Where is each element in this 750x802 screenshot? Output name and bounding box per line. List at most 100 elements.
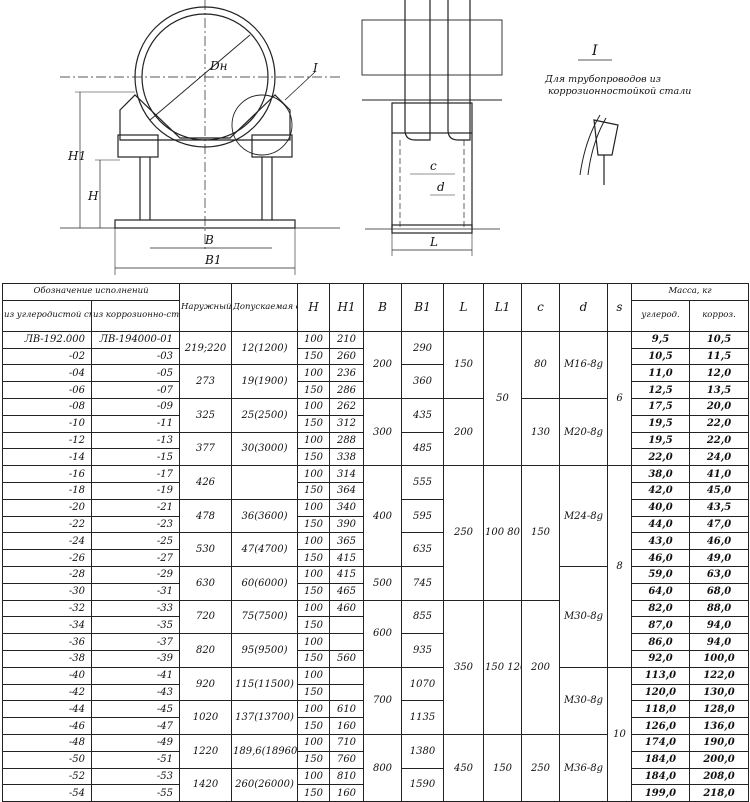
detail-note-1: Для трубопроводов из xyxy=(544,74,661,85)
diameter-cell: 273 xyxy=(179,364,232,399)
designation-stainless: -11 xyxy=(91,414,180,433)
h1-cell: 314 xyxy=(329,465,364,483)
h-cell: 100 xyxy=(297,666,330,685)
designation-stainless: -39 xyxy=(91,649,180,668)
b1-label: B1 xyxy=(204,253,221,267)
designation-stainless: -03 xyxy=(91,347,180,366)
designation-carbon: -14 xyxy=(2,448,92,467)
mass-carbon-cell: 199,0 xyxy=(631,784,690,802)
h1-cell: 260 xyxy=(329,347,364,366)
c-cell: 150 xyxy=(521,465,560,601)
designation-carbon: -48 xyxy=(2,733,92,752)
mass-carbon-cell: 184,0 xyxy=(631,767,690,786)
mass-carbon-cell: 17,5 xyxy=(631,397,690,416)
designation-stainless: -19 xyxy=(91,481,180,500)
h-cell: 150 xyxy=(297,347,330,366)
detail-ref-label: I xyxy=(312,61,318,75)
mass-stainless-cell: 12,0 xyxy=(688,364,750,383)
b1-cell: 855 xyxy=(401,599,444,635)
h-label: H xyxy=(87,189,99,203)
dn-label: Dн xyxy=(209,59,228,73)
b1-cell: 290 xyxy=(401,330,444,366)
h-cell: 150 xyxy=(297,549,330,567)
l-cell: 250 xyxy=(443,465,484,601)
header-mass: Масса, кг xyxy=(630,283,750,301)
b1-cell: 360 xyxy=(401,364,444,399)
h-cell: 100 xyxy=(297,633,330,651)
h-cell: 100 xyxy=(297,498,330,517)
mass-stainless-cell: 94,0 xyxy=(688,633,750,651)
c-cell: 80 xyxy=(521,330,560,399)
b1-cell: 1135 xyxy=(401,700,444,735)
header-diameter: Наружный диаметр трубопровода Dн xyxy=(179,283,232,332)
b1-cell: 635 xyxy=(401,532,444,567)
designation-stainless: -45 xyxy=(91,700,180,719)
h1-cell: 465 xyxy=(329,582,364,601)
mass-carbon-cell: 22,0 xyxy=(631,448,690,467)
h1-cell: 236 xyxy=(329,364,364,383)
mass-stainless-cell: 63,0 xyxy=(688,565,750,584)
h1-cell: 760 xyxy=(329,750,364,769)
header-l1: L1 xyxy=(483,283,522,332)
load-cell: 260(26000) xyxy=(231,767,298,802)
h-cell: 100 xyxy=(297,599,330,618)
mass-stainless-cell: 45,0 xyxy=(688,481,750,500)
diameter-cell: 1220 xyxy=(179,733,232,769)
mass-carbon-cell: 19,5 xyxy=(631,431,690,450)
designation-carbon: -30 xyxy=(2,582,92,601)
load-cell: 95(9500) xyxy=(231,633,298,668)
designation-carbon: -22 xyxy=(2,515,92,534)
designation-carbon: -46 xyxy=(2,717,92,735)
mass-carbon-cell: 38,0 xyxy=(631,465,690,483)
b1-cell: 745 xyxy=(401,565,444,601)
designation-carbon: -20 xyxy=(2,498,92,517)
mass-carbon-cell: 184,0 xyxy=(631,750,690,769)
designation-stainless: -41 xyxy=(91,666,180,685)
b1-cell: 1070 xyxy=(401,666,444,702)
d-cell: М24-8g xyxy=(559,465,608,567)
h1-cell xyxy=(329,633,364,651)
h1-label: H1 xyxy=(67,149,86,163)
mass-carbon-cell: 64,0 xyxy=(631,582,690,601)
l1-cell: 150 120 xyxy=(483,599,522,735)
mass-stainless-cell: 47,0 xyxy=(688,515,750,534)
designation-carbon: -42 xyxy=(2,683,92,702)
header-load: Допускаемая вертикальная нагрузка, кН (к… xyxy=(231,283,298,332)
designation-carbon: -34 xyxy=(2,616,92,635)
b-cell: 500 xyxy=(363,565,402,601)
load-cell: 115(11500) xyxy=(231,666,298,702)
d-label: d xyxy=(437,180,445,194)
diameter-cell: 720 xyxy=(179,599,232,635)
mass-stainless-cell: 68,0 xyxy=(688,582,750,601)
detail-note-2: коррозионностойкой стали xyxy=(548,86,691,97)
h-cell: 150 xyxy=(297,515,330,534)
mass-stainless-cell: 208,0 xyxy=(688,767,750,786)
mass-stainless-cell: 49,0 xyxy=(688,549,750,567)
mass-stainless-cell: 88,0 xyxy=(688,599,750,618)
designation-carbon: -38 xyxy=(2,649,92,668)
mass-stainless-cell: 46,0 xyxy=(688,532,750,551)
designation-stainless: -21 xyxy=(91,498,180,517)
h-cell: 150 xyxy=(297,784,330,802)
diameter-cell: 530 xyxy=(179,532,232,567)
mass-stainless-cell: 190,0 xyxy=(688,733,750,752)
designation-carbon: -28 xyxy=(2,565,92,584)
designation-stainless: -55 xyxy=(91,784,180,802)
header-c: c xyxy=(521,283,560,332)
designation-stainless: -31 xyxy=(91,582,180,601)
header-h: H xyxy=(297,283,330,332)
h-cell: 150 xyxy=(297,381,330,399)
designation-stainless: -17 xyxy=(91,465,180,483)
load-cell: 30(3000) xyxy=(231,431,298,467)
h1-cell: 262 xyxy=(329,397,364,416)
